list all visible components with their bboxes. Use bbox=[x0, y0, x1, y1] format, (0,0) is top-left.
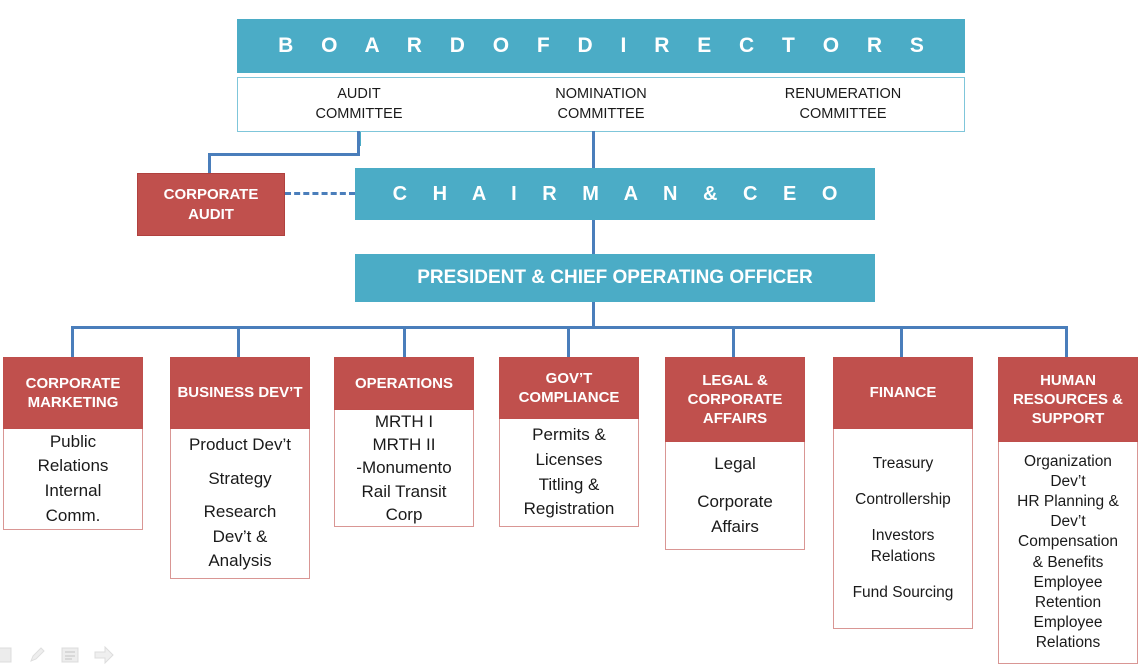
dept-item: Product Dev’t bbox=[188, 435, 292, 454]
department-human-resources-support[interactable]: HUMAN RESOURCES & SUPPORT Organization D… bbox=[998, 357, 1138, 664]
committee-audit-line1: AUDIT bbox=[337, 85, 381, 102]
department-finance[interactable]: FINANCE Treasury Controllership Investor… bbox=[833, 357, 973, 629]
committee-audit: AUDIT COMMITTEE bbox=[238, 78, 480, 131]
committee-nomination-line2: COMMITTEE bbox=[557, 105, 645, 122]
dept-item: Controllership bbox=[855, 490, 951, 508]
connector-drop-operations bbox=[403, 326, 406, 357]
dept-head-line: GOV’T bbox=[545, 369, 593, 387]
connector-drop-human-resources-support bbox=[1065, 326, 1068, 357]
department-govt-compliance-header: GOV’T COMPLIANCE bbox=[499, 357, 639, 419]
connector-dashed-audit-chairman bbox=[285, 192, 355, 195]
board-of-directors-header: B O A R D O F D I R E C T O R S bbox=[237, 19, 965, 73]
committee-renumeration-line1: RENUMERATION bbox=[784, 85, 902, 102]
dept-head-line: CORPORATE bbox=[25, 374, 121, 392]
department-corporate-marketing-header: CORPORATE MARKETING bbox=[3, 357, 143, 429]
dept-head-line: FINANCE bbox=[869, 384, 937, 402]
department-operations[interactable]: OPERATIONS MRTH I MRTH II -Monumento Rai… bbox=[334, 357, 474, 527]
dept-head-line: DEV’T bbox=[258, 384, 303, 402]
dept-item: Internal Comm. bbox=[44, 481, 102, 525]
department-legal-corporate-affairs[interactable]: LEGAL & CORPORATE AFFAIRS Legal Corporat… bbox=[665, 357, 805, 550]
dept-head-line: COMPLIANCE bbox=[518, 389, 620, 406]
connector-nomination-to-chairman bbox=[592, 131, 595, 170]
corporate-audit-box[interactable]: CORPORATE AUDIT bbox=[137, 173, 285, 236]
dept-item: Permits & Licenses bbox=[532, 425, 606, 469]
department-govt-compliance[interactable]: GOV’T COMPLIANCE Permits & Licenses Titl… bbox=[499, 357, 639, 527]
dept-item: MRTH I MRTH II -Monumento Rail Transit C… bbox=[356, 411, 452, 524]
committee-audit-line2: COMMITTEE bbox=[315, 105, 403, 122]
connector-drop-legal-corporate-affairs bbox=[732, 326, 735, 357]
department-operations-body: MRTH I MRTH II -Monumento Rail Transit C… bbox=[334, 410, 474, 527]
department-legal-corporate-affairs-header: LEGAL & CORPORATE AFFAIRS bbox=[665, 357, 805, 442]
department-corporate-marketing-body: Public Relations Internal Comm. bbox=[3, 429, 143, 530]
connector-drop-govt-compliance bbox=[567, 326, 570, 357]
department-human-resources-support-header: HUMAN RESOURCES & SUPPORT bbox=[998, 357, 1138, 442]
dept-head-line: CORPORATE bbox=[687, 390, 783, 408]
dept-item: Organization Dev’t HR Planning & Dev’t C… bbox=[1017, 452, 1119, 652]
dept-head-line: MARKETING bbox=[27, 394, 119, 411]
square-icon[interactable] bbox=[0, 644, 13, 666]
dept-item: Public Relations bbox=[37, 431, 109, 476]
department-human-resources-support-body: Organization Dev’t HR Planning & Dev’t C… bbox=[998, 442, 1138, 664]
dept-item: Titling & Registration bbox=[523, 474, 615, 519]
department-legal-corporate-affairs-body: Legal Corporate Affairs bbox=[665, 442, 805, 550]
dept-head-line: BUSINESS bbox=[177, 384, 255, 402]
dept-head-line: LEGAL & bbox=[702, 371, 768, 389]
dept-item: Strategy bbox=[208, 468, 272, 488]
connector-audit-vertical bbox=[357, 131, 360, 155]
pencil-icon[interactable] bbox=[27, 644, 46, 666]
department-business-devt-header: BUSINESS DEV’T bbox=[170, 357, 310, 429]
corporate-audit-line1: CORPORATE bbox=[163, 186, 259, 203]
department-business-devt[interactable]: BUSINESS DEV’T Product Dev’t Strategy Re… bbox=[170, 357, 310, 579]
document-icon[interactable] bbox=[61, 644, 80, 666]
department-business-devt-body: Product Dev’t Strategy Research Dev’t & … bbox=[170, 429, 310, 579]
dept-head-line: RESOURCES bbox=[1012, 390, 1108, 408]
committee-renumeration: RENUMERATION COMMITTEE bbox=[722, 78, 964, 131]
connector-president-drop bbox=[592, 302, 595, 328]
committee-nomination-line1: NOMINATION bbox=[555, 85, 647, 102]
dept-head-line: OPERATIONS bbox=[354, 374, 454, 392]
dept-head-line: HUMAN bbox=[1040, 371, 1096, 389]
dept-item: Research Dev’t & Analysis bbox=[203, 502, 277, 571]
department-govt-compliance-body: Permits & Licenses Titling & Registratio… bbox=[499, 419, 639, 527]
department-finance-body: Treasury Controllership Investors Relati… bbox=[833, 429, 973, 629]
connector-chairman-to-president bbox=[592, 220, 595, 256]
department-finance-header: FINANCE bbox=[833, 357, 973, 429]
connector-audit-horizontal bbox=[208, 153, 360, 156]
connector-corporate-audit-drop bbox=[208, 153, 211, 175]
dept-item: Corporate Affairs bbox=[697, 492, 773, 536]
dept-item: Fund Sourcing bbox=[852, 584, 954, 602]
connector-drop-business-devt bbox=[237, 326, 240, 357]
corporate-audit-line2: AUDIT bbox=[188, 205, 234, 223]
dept-item: Investors Relations bbox=[870, 526, 936, 566]
committee-renumeration-line2: COMMITTEE bbox=[799, 105, 887, 122]
dept-item: Legal bbox=[714, 453, 756, 473]
board-committees-strip: AUDIT COMMITTEE NOMINATION COMMITTEE REN… bbox=[237, 77, 965, 132]
chairman-ceo-box[interactable]: C H A I R M A N & C E O bbox=[355, 168, 875, 220]
arrow-right-icon[interactable] bbox=[94, 644, 114, 666]
dept-head-line: AFFAIRS bbox=[702, 410, 768, 428]
bottom-toolbar[interactable] bbox=[0, 640, 114, 670]
president-coo-box[interactable]: PRESIDENT & CHIEF OPERATING OFFICER bbox=[355, 254, 875, 302]
department-corporate-marketing[interactable]: CORPORATE MARKETING Public Relations Int… bbox=[3, 357, 143, 530]
connector-drop-corporate-marketing bbox=[71, 326, 74, 357]
department-operations-header: OPERATIONS bbox=[334, 357, 474, 410]
connector-drop-finance bbox=[900, 326, 903, 357]
dept-head-line: & SUPPORT bbox=[1031, 390, 1124, 428]
dept-item: Treasury bbox=[872, 455, 934, 473]
committee-nomination: NOMINATION COMMITTEE bbox=[480, 78, 722, 131]
